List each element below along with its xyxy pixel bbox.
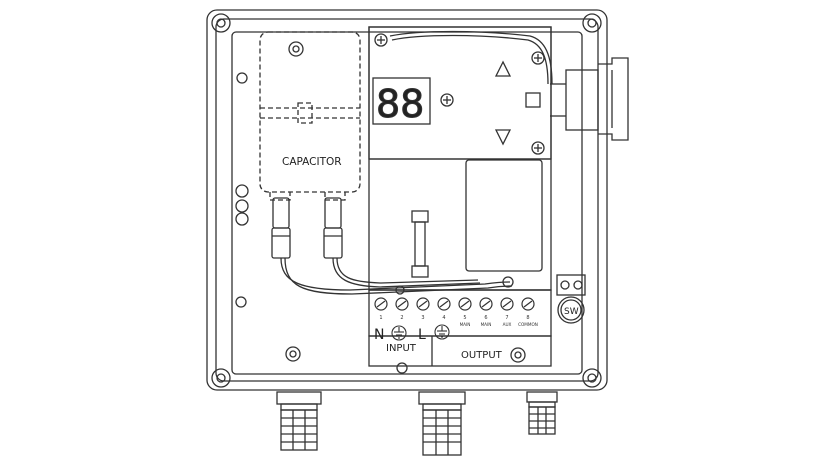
side-switch-bracket [565,69,599,131]
terminal-mount-screw [395,285,408,374]
capacitor-label: CAPACITOR [282,156,342,168]
cable-gland-left [276,391,322,451]
square-button-icon [525,92,541,108]
mount-hole [235,296,247,308]
terminal-number: 2 [400,315,403,321]
terminal-screw [374,297,388,311]
terminal-label: COMMON [518,322,538,327]
ground-icon-output [434,324,450,340]
terminal-screw [416,297,430,311]
relay-block [465,159,543,272]
cable-gland-right [526,391,558,435]
seven-segment-display [372,77,431,125]
terminal-number: 3 [421,315,424,321]
mount-hole [285,346,301,362]
terminal-screw [500,297,514,311]
terminal-screw [479,297,493,311]
mount-hole [235,184,249,226]
terminal-label-area [368,335,552,367]
wire-left [280,257,511,291]
terminal-number: 6 [484,315,487,321]
corner-screw [582,368,602,388]
terminal-label: MAIN [460,322,471,327]
terminal-number: 1 [379,315,382,321]
output-label: OUTPUT [461,350,503,361]
terminal-label: AUX [503,322,512,327]
board-screw [374,33,388,47]
mount-hole [510,347,526,363]
terminal-number: 7 [505,315,508,321]
sw-terminal-block [556,274,586,296]
input-label: INPUT [386,343,417,354]
corner-screw [211,13,231,33]
up-arrow-icon [494,60,512,77]
enclosure-outer [206,9,608,391]
terminal-screw [437,297,451,311]
terminal-block [368,289,552,337]
mount-hole [288,41,304,57]
corner-screw [211,368,231,388]
connector-right-boot [323,227,343,259]
sw-screw [560,280,583,290]
wire-bundle-top [389,30,553,85]
board-screw [440,93,454,107]
display-digits: 88 [376,82,424,126]
board-screw [531,141,545,155]
terminal-screw [521,297,535,311]
enclosure-inner-rim [215,18,599,382]
input-l-label: L [418,327,426,343]
connector-left [272,197,290,229]
ground-icon [391,325,407,341]
board-screw [531,51,545,65]
mount-hole [236,72,248,84]
wire-ring [502,276,514,288]
input-n-label: N [374,327,384,343]
terminal-label: MAIN [481,322,492,327]
sw-button [557,296,585,324]
fuse [411,210,429,278]
wire-right [332,257,481,288]
terminal-screw [458,297,472,311]
terminal-number: 5 [463,315,466,321]
sw-label: SW [564,307,579,317]
wire-right-b [336,257,479,284]
connector-right [324,197,342,229]
terminal-number: 4 [442,315,445,321]
connector-left-boot [271,227,291,259]
capacitor [259,31,361,201]
cable-gland-center [418,391,466,456]
enclosure-backplate [231,31,583,375]
down-arrow-icon [494,129,512,146]
side-switch-housing [598,57,629,141]
terminal-number: 8 [526,315,529,321]
corner-screw [582,13,602,33]
terminal-screw [395,297,409,311]
